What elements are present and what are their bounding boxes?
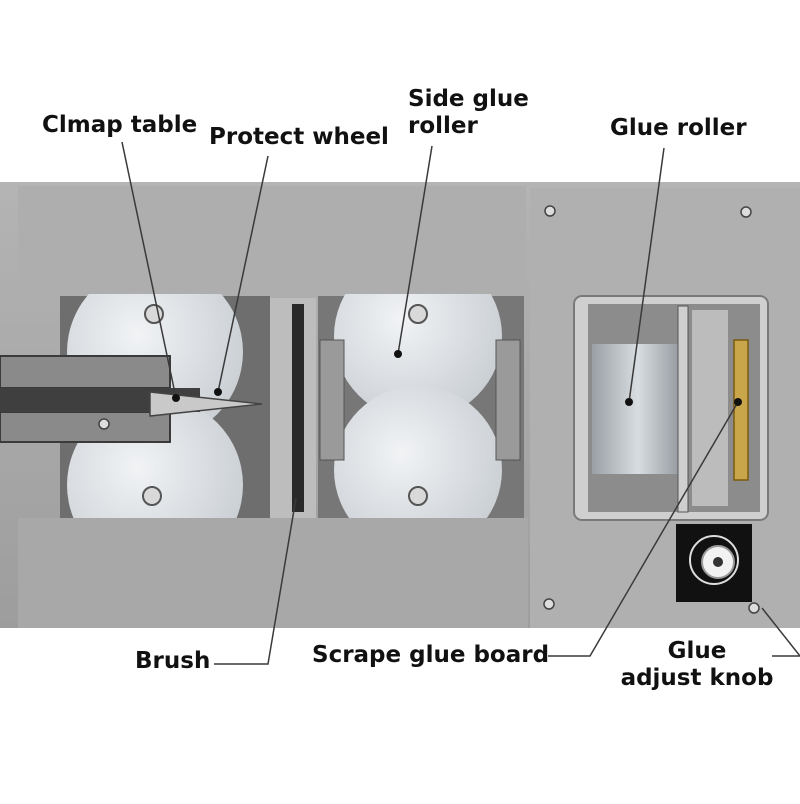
clamp-screw: [98, 418, 110, 430]
glue-roller-frame: [692, 310, 728, 506]
knob-center: [713, 557, 723, 567]
clamp-table-lower-bar: [0, 411, 171, 443]
label-scrape-glue-board: Scrape glue board: [312, 642, 550, 668]
label-side-glue-roller: Side glue roller: [408, 86, 529, 140]
pointer-glue-roller: [625, 398, 633, 406]
leader-glue-roller: [628, 147, 665, 403]
label-glue-roller: Glue roller: [610, 115, 747, 141]
leader-brush: [214, 497, 297, 665]
wheel-screw-bottom: [142, 486, 162, 506]
pointer-side-glue-roller: [394, 350, 402, 358]
pointer-clamp-table: [172, 394, 180, 402]
side-pocket-cover-top: [270, 186, 526, 294]
plate-screw: [543, 598, 555, 610]
leader-scrape-glue-board: [548, 401, 739, 657]
pointer-scrape-glue-board: [734, 398, 742, 406]
side-pocket-cover-bottom: [318, 518, 528, 628]
scrape-glue-board: [733, 339, 749, 481]
label-protect-wheel: Protect wheel: [209, 124, 389, 150]
side-roller-bracket-left: [319, 339, 345, 461]
label-side-glue-roller-line1: Side glue: [408, 86, 529, 112]
pointer-protect-wheel: [214, 388, 222, 396]
glue-roller-body: [592, 344, 684, 474]
glue-roller-shaft: [677, 305, 689, 513]
label-glue-adjust-knob: Glue adjust knob: [612, 638, 782, 692]
label-brush: Brush: [135, 648, 211, 674]
label-glue-adjust-knob-line2: adjust knob: [620, 665, 774, 691]
plate-screw: [544, 205, 556, 217]
leader-clamp-table: [121, 141, 177, 399]
side-roller-bracket-right: [495, 339, 521, 461]
side-roller-screw-top: [408, 304, 428, 324]
plate-screw: [748, 602, 760, 614]
leader-side-glue-roller: [397, 145, 433, 355]
clamp-table-bar: [0, 355, 171, 389]
leader-glue-adjust-knob-tail: [761, 607, 800, 657]
label-side-glue-roller-line2: roller: [408, 113, 478, 139]
label-clamp-table: Clmap table: [42, 112, 198, 138]
plate-screw: [740, 206, 752, 218]
side-glue-roller-bottom: [334, 386, 502, 554]
label-glue-adjust-knob-line1: Glue: [667, 638, 727, 664]
side-roller-screw-bottom: [408, 486, 428, 506]
knob-ring: [689, 535, 739, 585]
brush-bristles: [292, 304, 304, 512]
leader-protect-wheel: [217, 155, 269, 393]
